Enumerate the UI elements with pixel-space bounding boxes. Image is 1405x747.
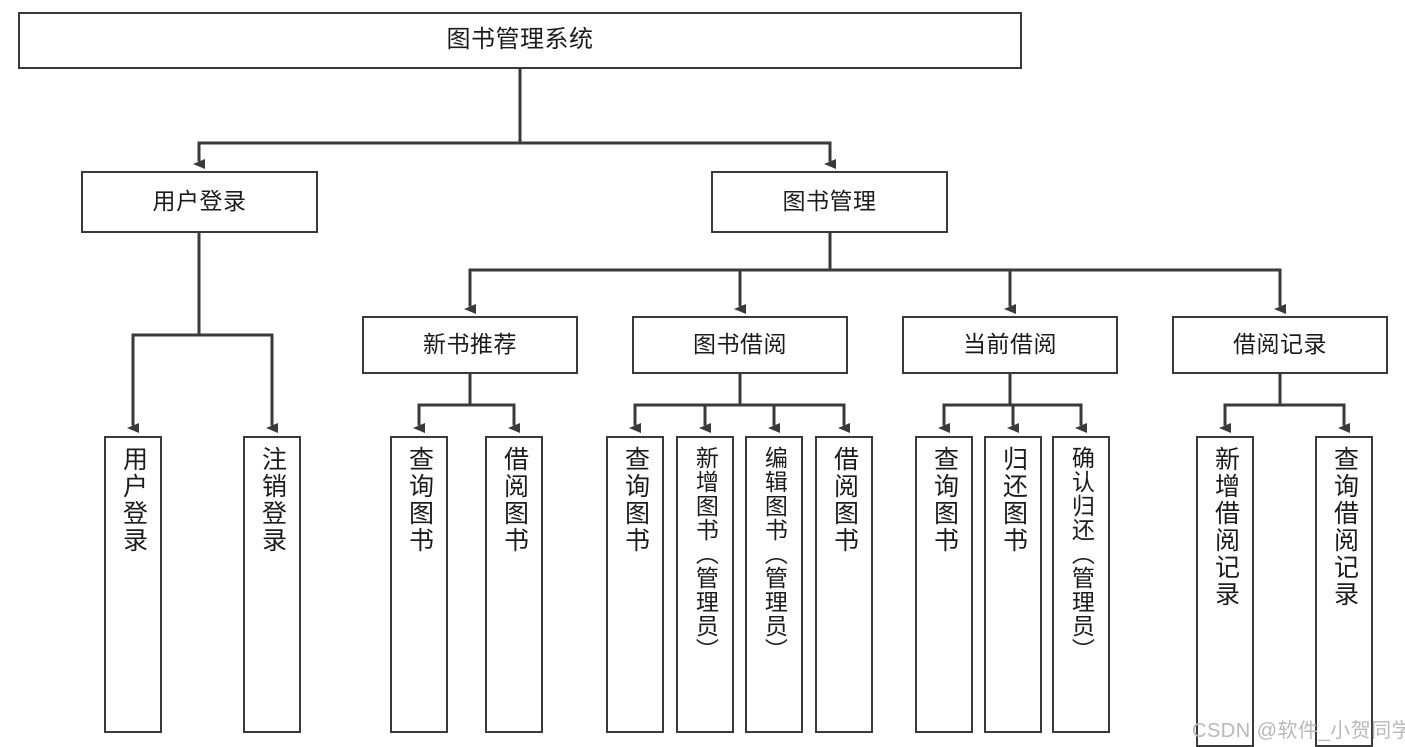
node-leaf-query-book-recommend-label: 查询图书 [405,446,434,554]
node-new-book-recommend[interactable]: 新书推荐 [362,316,578,374]
csdn-watermark: CSDN @软件_小贺同学 [1192,720,1405,742]
node-leaf-add-borrow-record-label: 新增借阅记录 [1211,446,1240,608]
node-current-borrow-label: 当前借阅 [963,331,1057,358]
node-leaf-borrow-book-recommend-label: 借阅图书 [500,446,529,554]
node-user-login[interactable]: 用户登录 [81,171,318,233]
node-root[interactable]: 图书管理系统 [18,12,1022,69]
node-leaf-logout[interactable]: 注销登录 [243,436,301,733]
node-leaf-add-book-label: 新增图书（管理员） [692,446,719,662]
node-book-manage[interactable]: 图书管理 [711,171,948,233]
node-leaf-query-book-current[interactable]: 查询图书 [915,436,973,733]
node-leaf-edit-book-label: 编辑图书（管理员） [761,446,788,662]
node-book-borrow[interactable]: 图书借阅 [632,316,848,374]
node-leaf-borrow-book-recommend[interactable]: 借阅图书 [485,436,543,733]
node-leaf-add-book[interactable]: 新增图书（管理员） [676,436,734,733]
node-leaf-logout-label: 注销登录 [258,446,287,554]
node-leaf-query-book-borrow-label: 查询图书 [621,446,650,554]
node-leaf-query-borrow-record-label: 查询借阅记录 [1330,446,1359,608]
node-leaf-query-book-borrow[interactable]: 查询图书 [606,436,664,733]
node-leaf-query-book-current-label: 查询图书 [930,446,959,554]
node-leaf-user-login-label: 用户登录 [119,446,148,554]
node-leaf-edit-book[interactable]: 编辑图书（管理员） [745,436,803,733]
node-leaf-confirm-return[interactable]: 确认归还（管理员） [1052,436,1110,733]
node-leaf-query-borrow-record[interactable]: 查询借阅记录 [1315,436,1373,747]
node-root-label: 图书管理系统 [446,26,594,54]
node-borrow-record[interactable]: 借阅记录 [1172,316,1388,374]
node-user-login-label: 用户登录 [152,188,247,215]
node-leaf-return-book[interactable]: 归还图书 [984,436,1042,733]
node-leaf-add-borrow-record[interactable]: 新增借阅记录 [1196,436,1254,747]
node-leaf-confirm-return-label: 确认归还（管理员） [1068,446,1095,662]
node-leaf-borrow-book[interactable]: 借阅图书 [815,436,873,733]
node-leaf-borrow-book-label: 借阅图书 [830,446,859,554]
node-leaf-user-login[interactable]: 用户登录 [104,436,162,733]
node-book-borrow-label: 图书借阅 [693,331,787,358]
node-current-borrow[interactable]: 当前借阅 [902,316,1118,374]
node-book-manage-label: 图书管理 [782,188,877,215]
node-borrow-record-label: 借阅记录 [1233,331,1327,358]
node-leaf-query-book-recommend[interactable]: 查询图书 [390,436,448,733]
node-leaf-return-book-label: 归还图书 [999,446,1028,554]
node-new-book-recommend-label: 新书推荐 [423,331,517,358]
